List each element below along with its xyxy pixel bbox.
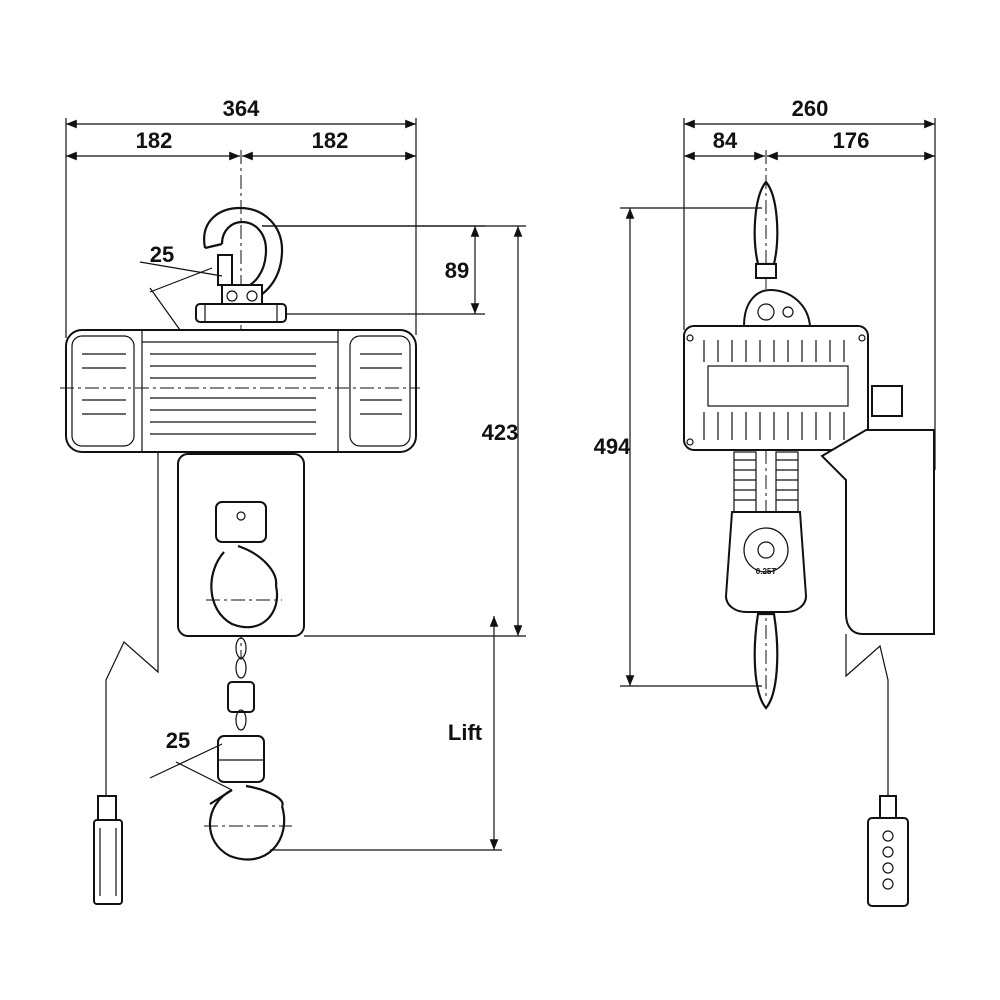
dim-top-hook-offset: 89 xyxy=(262,225,485,315)
load-chain xyxy=(227,637,255,731)
dim-overall-width-front: 364 xyxy=(65,96,417,338)
top-hook xyxy=(195,206,287,323)
dim-84-label: 84 xyxy=(713,128,738,153)
front-cable-bracket xyxy=(105,640,159,798)
dim-half-widths-front: 182 182 xyxy=(66,128,416,161)
dim-182-left-label: 182 xyxy=(136,128,173,153)
cooling-fins-bottom xyxy=(703,412,845,440)
side-cable-bracket xyxy=(845,634,889,798)
dim-89-label: 89 xyxy=(445,258,469,283)
block-capacity-marking: 0.25T xyxy=(756,567,777,576)
dim-overall-width-side: 260 xyxy=(683,96,936,470)
pendant-switch-side xyxy=(867,795,909,907)
angle-25-top-label: 25 xyxy=(150,242,174,267)
bottom-block-side: 0.25T xyxy=(724,511,808,613)
dim-260-label: 260 xyxy=(792,96,829,121)
dim-176-label: 176 xyxy=(833,128,870,153)
dim-423-label: 423 xyxy=(482,420,519,445)
dim-body-height: 423 xyxy=(262,225,526,637)
dim-494-label: 494 xyxy=(594,434,631,459)
angle-25-bottom-label: 25 xyxy=(166,728,190,753)
dim-364-label: 364 xyxy=(223,96,260,121)
cooling-fins-top xyxy=(703,340,845,362)
front-view: 364 182 182 25 xyxy=(60,96,526,905)
bottom-hook xyxy=(204,735,292,861)
dim-lift: Lift xyxy=(270,616,502,851)
side-view: 260 84 176 xyxy=(594,96,936,907)
top-hook-side xyxy=(742,180,812,327)
lift-label: Lift xyxy=(448,720,483,745)
control-box-side xyxy=(820,385,935,635)
dim-total-height-side: 494 xyxy=(594,207,762,687)
pendant-switch-front xyxy=(93,795,123,905)
dim-182-right-label: 182 xyxy=(312,128,349,153)
chain-container-front xyxy=(157,452,305,640)
dim-hook-angle-bottom: 25 xyxy=(149,728,233,791)
hoist-body-side xyxy=(683,325,869,451)
dim-part-widths-side: 84 176 xyxy=(684,128,935,161)
hoist-body-front xyxy=(60,329,420,453)
dim-hook-angle-top: 25 xyxy=(139,242,223,331)
bottom-hook-side xyxy=(753,612,779,710)
